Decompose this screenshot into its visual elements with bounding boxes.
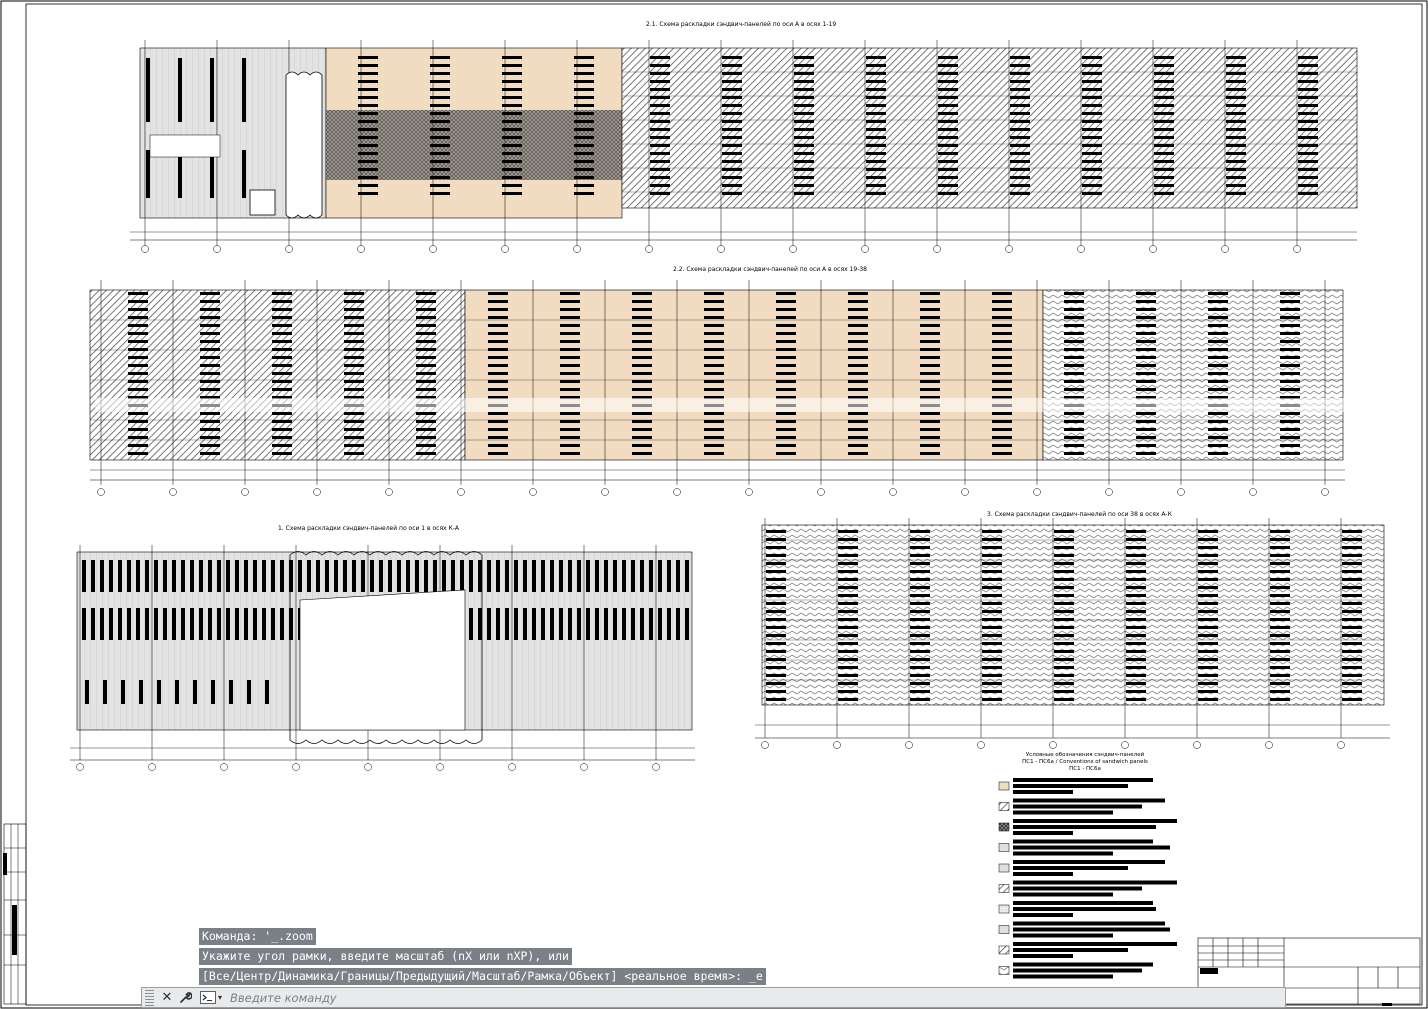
close-icon[interactable]: ✕ xyxy=(161,990,173,1005)
view-2-1-title: 2.1. Схема раскладки сэндвич-панелей по … xyxy=(646,21,837,28)
view-2-2-title: 2.2. Схема раскладки сэндвич-панелей по … xyxy=(673,266,867,273)
legend xyxy=(998,778,1177,979)
command-history-line-1: Команда: '_.zoom xyxy=(199,928,316,945)
side-stamp xyxy=(3,823,27,1005)
view-2-2 xyxy=(89,280,1345,496)
chevron-down-icon[interactable]: ▾ xyxy=(218,993,223,1002)
view-3 xyxy=(755,518,1390,749)
command-history-line-2: Укажите угол рамки, введите масштаб (nX … xyxy=(199,948,572,965)
command-history-line-3: [Все/Центр/Динамика/Границы/Предыдущий/М… xyxy=(199,968,766,985)
command-prompt-icon[interactable]: ▾ xyxy=(200,991,222,1004)
view-1 xyxy=(70,545,695,771)
command-input[interactable] xyxy=(230,989,1285,1006)
drag-handle[interactable] xyxy=(145,989,154,1006)
command-line-bar: ✕ ▾ xyxy=(141,987,1286,1008)
wrench-icon[interactable] xyxy=(176,989,194,1007)
view-1-title: 1. Схема раскладки сэндвич-панелей по ос… xyxy=(278,525,460,532)
view-3-title: 3. Схема раскладки сэндвич-панелей по ос… xyxy=(987,511,1172,518)
view-2-1 xyxy=(130,40,1358,253)
legend-title: Условные обозначения сэндвич-панелей ПС1… xyxy=(1022,752,1148,772)
